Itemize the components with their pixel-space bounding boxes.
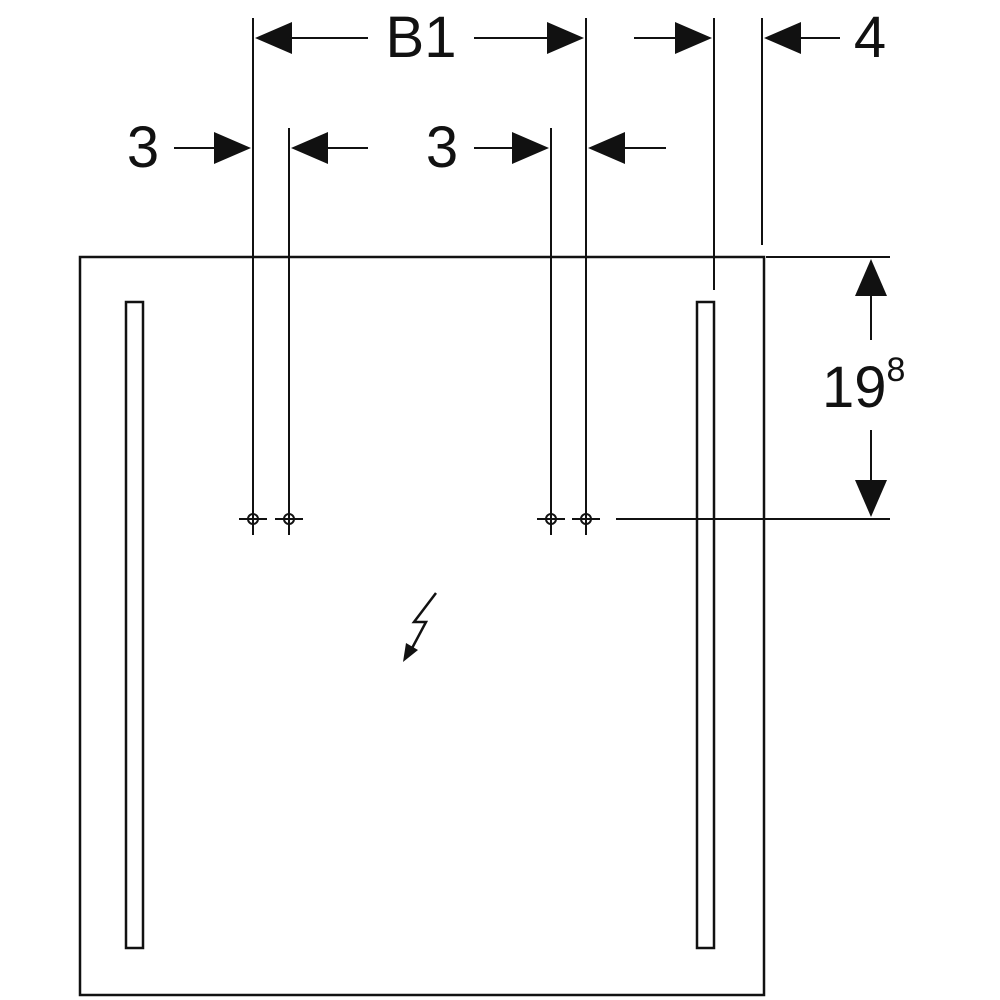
dimension-right-offset: 4 [634, 5, 886, 70]
dimension-height-base: 19 [822, 355, 887, 420]
dimension-label-4: 4 [854, 5, 886, 70]
dimension-b1: B1 [255, 5, 584, 70]
dimension-right-hole-spacing: 3 [426, 115, 666, 180]
dimension-label-b1: B1 [386, 5, 457, 70]
dimension-label-height: 198 [822, 351, 905, 420]
dimension-label-3-left: 3 [127, 115, 159, 180]
crosshair-icon [239, 503, 600, 535]
dimension-height-superscript: 8 [887, 351, 906, 389]
dimension-height: 198 [822, 259, 905, 517]
dimension-label-3-right: 3 [426, 115, 458, 180]
lightning-bolt-icon [403, 592, 437, 662]
left-light-strip [124, 300, 145, 950]
dimension-left-hole-spacing: 3 [127, 115, 368, 180]
extension-lines [252, 18, 890, 520]
right-light-strip [695, 300, 716, 950]
mirror-panel [78, 255, 766, 997]
